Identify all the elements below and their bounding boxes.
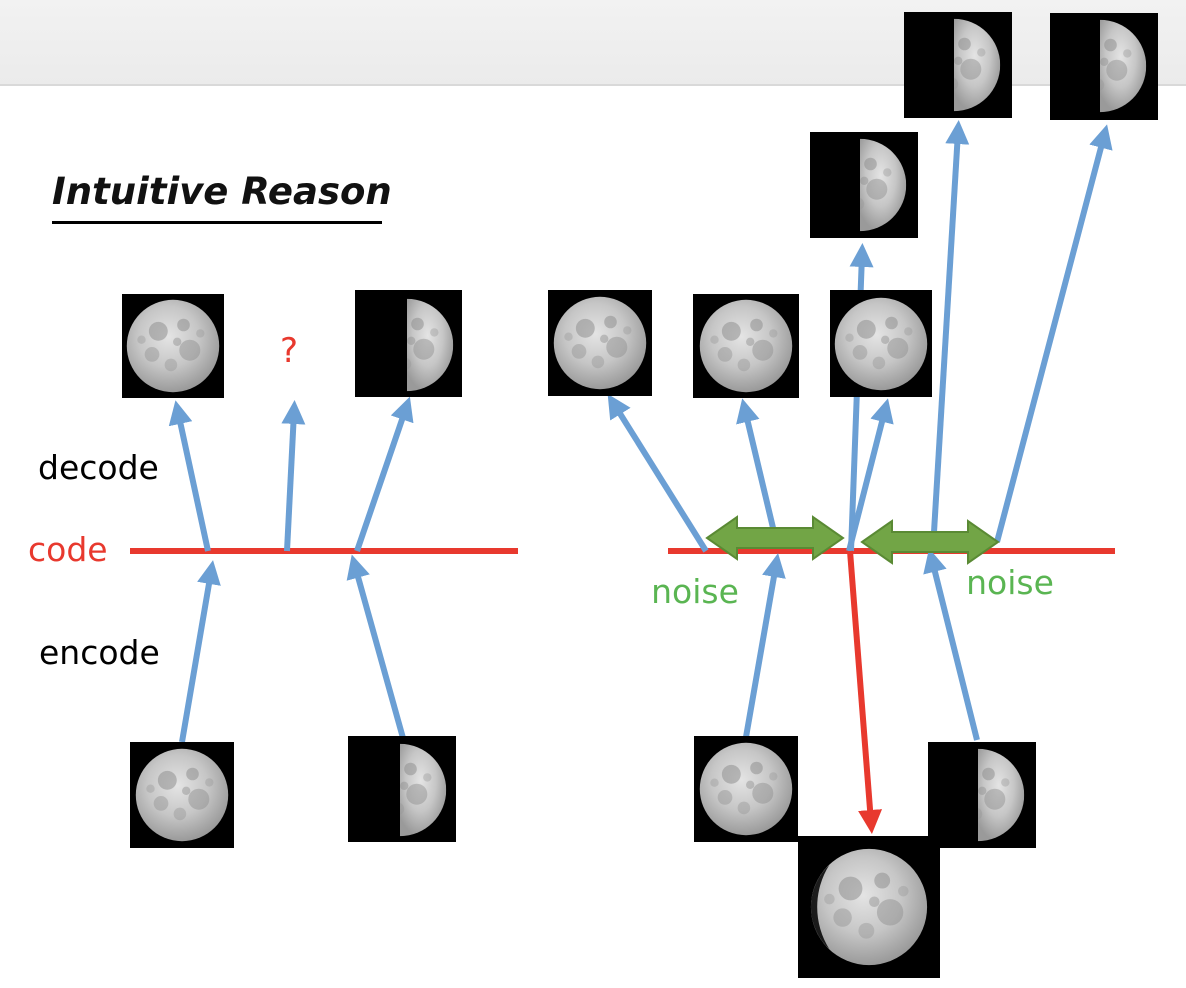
- encode-arrow-full: [179, 560, 221, 743]
- question-mark-label: ?: [280, 331, 298, 371]
- decode-arrow-right-5: [931, 120, 970, 533]
- full-moon-image: [130, 742, 234, 848]
- decode-arrow-right-3: [846, 398, 894, 552]
- full-moon-image: [122, 294, 224, 398]
- full-moon-image: [548, 290, 652, 396]
- encode-label: encode: [39, 633, 160, 672]
- half-moon-image: [904, 12, 1012, 118]
- half-moon-image: [348, 736, 456, 842]
- decode-arrow-half: [354, 396, 414, 552]
- encode-arrow-half: [346, 554, 406, 739]
- sample-arrow-red: [847, 550, 883, 834]
- full-moon-image: [694, 736, 798, 842]
- encode-arrow-full-right: [743, 553, 786, 738]
- title-underline: [52, 221, 382, 224]
- noise-label-right: noise: [966, 563, 1054, 602]
- decode-arrow-right-6: [994, 124, 1113, 543]
- decode-arrow-mid: [281, 400, 306, 552]
- half-moon-image: [928, 742, 1036, 848]
- encode-arrow-half-right: [923, 548, 980, 741]
- code-label: code: [28, 530, 108, 569]
- decode-arrow-full: [168, 400, 211, 552]
- decode-arrow-right-1: [607, 393, 709, 553]
- full-moon-image: [693, 294, 799, 398]
- full-moon-image: [830, 290, 932, 397]
- decode-arrow-right-2: [736, 398, 777, 533]
- half-moon-image: [1050, 13, 1158, 120]
- half-moon-image: [810, 132, 918, 238]
- gibbous-moon-image: [798, 836, 940, 978]
- noise-label-left: noise: [651, 572, 739, 611]
- noise-double-arrow-right: [860, 519, 1000, 565]
- slide-title: Intuitive Reason: [52, 170, 392, 213]
- half-moon-image: [355, 290, 462, 397]
- noise-double-arrow-left: [705, 515, 845, 561]
- decode-label: decode: [38, 448, 159, 487]
